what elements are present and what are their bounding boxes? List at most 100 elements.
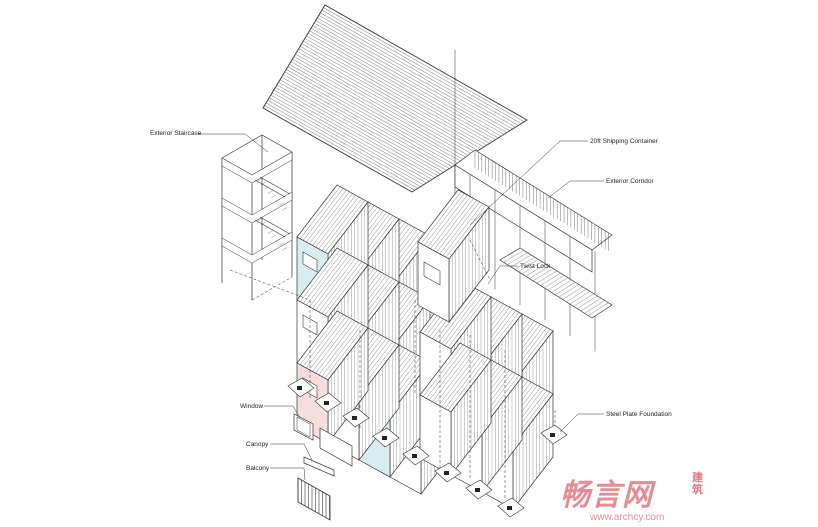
container-rib: [324, 326, 366, 379]
deck-board: [536, 270, 557, 284]
deck-board: [566, 288, 587, 302]
container-window: [423, 261, 441, 286]
twist-lock-icon: [412, 454, 417, 458]
roof-rib: [314, 22, 507, 133]
container-rib: [435, 288, 476, 341]
stair-step: [274, 238, 281, 243]
deck-board: [544, 275, 565, 288]
twist-lock-icon: [507, 506, 512, 510]
stair-flight: [259, 176, 291, 195]
roof-rib: [292, 58, 467, 158]
container-rib: [436, 200, 477, 253]
roof-rib: [307, 33, 496, 140]
container-rib: [315, 321, 356, 374]
deck-board: [529, 266, 550, 279]
deck-board: [588, 302, 609, 316]
leader-container: [469, 140, 561, 226]
stair-step: [260, 222, 266, 226]
container-rib: [445, 205, 487, 258]
stair-flight: [254, 179, 286, 198]
deck-board: [580, 298, 602, 312]
twist-lock-icon: [475, 488, 480, 492]
label-exterior-staircase: Exterior Staircase: [150, 130, 202, 137]
label-balcony: Balcony: [246, 465, 270, 472]
stair-step: [260, 182, 266, 186]
leader-window: [292, 405, 301, 419]
door-component: [319, 427, 353, 467]
deck-board: [551, 279, 572, 293]
container-rib: [422, 344, 464, 397]
guide-line: [229, 269, 311, 301]
container-rib: [438, 353, 479, 406]
roof-rib: [269, 97, 424, 185]
roof-rib: [310, 28, 502, 137]
roof-rib: [320, 12, 519, 126]
stair-step: [264, 186, 270, 190]
canopy-component: [303, 456, 335, 477]
roof-rib: [266, 102, 418, 189]
label-exterior-corridor: Exterior Corridor: [606, 178, 654, 185]
container-rib: [309, 317, 350, 370]
container-rib: [312, 319, 353, 372]
twist-lock-icon: [382, 436, 387, 440]
corridor-face: [454, 164, 593, 273]
roof-rib: [286, 69, 456, 166]
roof-rib: [317, 17, 513, 130]
stair-step: [256, 177, 263, 182]
watermark-url: www.archcy.com: [590, 512, 665, 523]
deck-board: [562, 286, 583, 300]
roof-rib: [323, 7, 525, 122]
roof-rib: [315, 20, 510, 131]
container-rib: [447, 295, 489, 348]
guide-line: [469, 239, 491, 281]
watermark-brand: 畅言网: [560, 478, 653, 513]
container-rib: [309, 254, 350, 307]
stair-step: [267, 230, 273, 234]
twist-lock-icon: [324, 401, 329, 405]
container-rib: [441, 354, 482, 407]
container-rib: [318, 322, 359, 375]
container-rib: [315, 258, 356, 311]
leader-twist-lock: [487, 265, 501, 285]
deck-board: [533, 268, 554, 282]
roof-rib: [279, 79, 444, 173]
roof-rib: [276, 84, 438, 176]
deck-board: [514, 256, 535, 270]
container-rib: [306, 190, 347, 243]
roof-rib: [318, 15, 516, 128]
container-rib: [324, 263, 366, 316]
container-rib: [444, 356, 485, 409]
container-rib: [426, 346, 467, 399]
container-rib: [435, 351, 476, 404]
twist-lock-icon: [550, 433, 555, 437]
twist-lock-icon: [444, 471, 449, 475]
container-rib: [321, 324, 362, 377]
deck-board: [555, 282, 576, 295]
window-glass: [296, 416, 311, 438]
container-rib: [433, 198, 474, 251]
label-twist-lock: Twist Lock: [520, 263, 551, 270]
twist-lock-icon: [297, 386, 302, 390]
stair-step: [264, 226, 270, 230]
roof-rib: [321, 9, 522, 124]
deck-board: [577, 295, 598, 309]
container-rib: [303, 251, 344, 304]
stair-flight: [254, 219, 286, 238]
roof-rib: [298, 48, 479, 151]
container-rib: [299, 249, 341, 302]
leader-staircase: [244, 133, 269, 153]
label-canopy: Canopy: [246, 441, 269, 448]
roof-rib: [275, 87, 436, 178]
shipping-container-20ft-front: [417, 241, 450, 323]
container-rib: [438, 290, 479, 343]
deck-board: [525, 263, 546, 277]
container-rib: [318, 259, 359, 312]
stair-step: [282, 247, 288, 251]
container-rib: [447, 358, 489, 411]
roof-rib: [287, 66, 459, 164]
deck-board: [522, 261, 543, 275]
watermark-side: 建筑: [692, 472, 703, 496]
roof-rib: [303, 40, 487, 146]
container-rib: [324, 200, 366, 253]
container-rib: [439, 201, 480, 254]
